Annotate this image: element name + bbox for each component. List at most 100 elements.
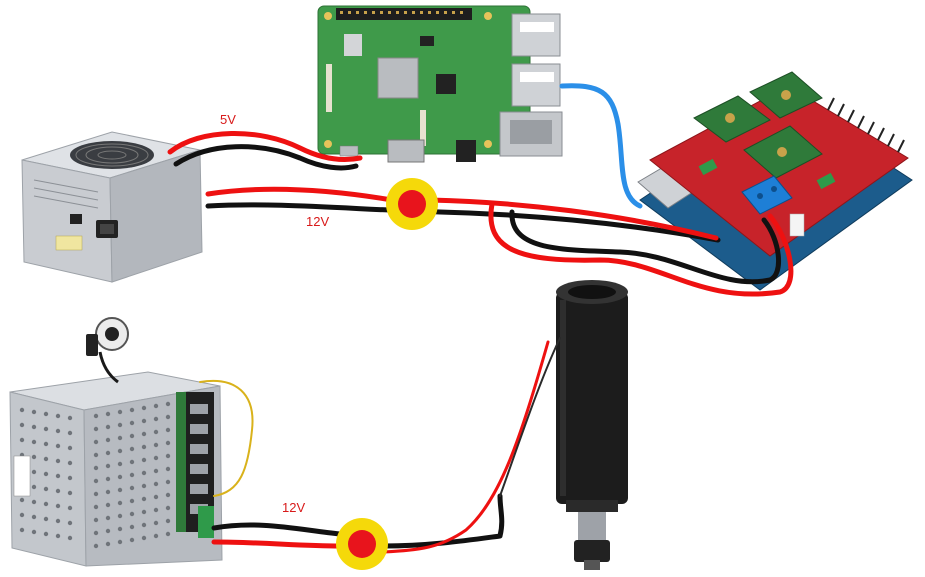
vent-hole: [67, 475, 73, 481]
vent-hole: [55, 503, 61, 509]
vent-hole: [117, 435, 123, 441]
vent-hole: [129, 537, 135, 543]
vent-hole: [93, 517, 99, 523]
vent-hole: [19, 422, 25, 428]
vent-hole: [105, 411, 111, 417]
vent-hole: [105, 489, 111, 495]
spindle-power-supply-icon: [9, 317, 223, 567]
vent-hole: [141, 418, 147, 424]
vent-hole: [93, 504, 99, 510]
vent-hole: [43, 516, 49, 522]
vent-hole: [93, 530, 99, 536]
vent-hole: [55, 518, 61, 524]
vent-hole: [19, 497, 25, 503]
vent-hole: [165, 466, 171, 472]
vent-hole: [153, 520, 159, 526]
wire-spindle-red: [211, 539, 343, 549]
vent-hole: [43, 441, 49, 447]
vent-hole: [31, 529, 37, 535]
vent-hole: [153, 455, 159, 461]
spindle-motor-icon: [556, 280, 628, 570]
wire-junction-icon: [386, 178, 438, 230]
vent-hole: [165, 492, 171, 498]
vent-hole: [129, 433, 135, 439]
vent-hole: [43, 426, 49, 432]
vent-hole: [93, 439, 99, 445]
vent-hole: [129, 420, 135, 426]
vent-hole: [153, 533, 159, 539]
cnc-shield-board-icon: [637, 71, 913, 291]
wires: [167, 83, 794, 554]
vent-hole: [141, 535, 147, 541]
vent-hole: [153, 481, 159, 487]
vent-hole: [67, 520, 73, 526]
vent-hole: [117, 474, 123, 480]
vent-hole: [105, 424, 111, 430]
vent-hole: [93, 491, 99, 497]
vent-hole: [67, 490, 73, 496]
vent-hole: [141, 470, 147, 476]
vent-hole: [117, 526, 123, 532]
vent-hole: [105, 541, 111, 547]
vent-hole: [43, 456, 49, 462]
label-12v-spindle: 12V: [282, 500, 305, 515]
vent-hole: [43, 471, 49, 477]
vent-hole: [43, 486, 49, 492]
vent-hole: [55, 533, 61, 539]
vent-hole: [141, 509, 147, 515]
vent-hole: [153, 442, 159, 448]
vent-hole: [19, 512, 25, 518]
vent-hole: [67, 430, 73, 436]
vent-hole: [105, 515, 111, 521]
vent-hole: [67, 415, 73, 421]
vent-hole: [43, 411, 49, 417]
wire-yellow: [199, 379, 254, 497]
wire-usb-blue: [559, 83, 643, 209]
vent-hole: [31, 454, 37, 460]
vent-hole: [93, 478, 99, 484]
vent-hole: [67, 460, 73, 466]
vent-hole: [93, 452, 99, 458]
vent-hole: [67, 505, 73, 511]
vent-hole: [129, 511, 135, 517]
vent-hole: [55, 443, 61, 449]
vent-hole: [93, 543, 99, 549]
vent-hole: [153, 416, 159, 422]
wire-5v-black: [173, 144, 359, 171]
vent-hole: [117, 487, 123, 493]
vent-hole: [117, 513, 123, 519]
wire-12v-black-psu: [205, 202, 721, 243]
wire-spindle-black: [211, 522, 343, 537]
vent-hole: [105, 476, 111, 482]
vent-hole: [105, 463, 111, 469]
vent-hole: [43, 501, 49, 507]
vent-hole: [117, 448, 123, 454]
vent-hole: [153, 429, 159, 435]
vent-hole: [19, 527, 25, 533]
vent-hole: [117, 422, 123, 428]
vent-hole: [117, 461, 123, 467]
vent-hole: [129, 485, 135, 491]
atx-power-supply-icon: [21, 131, 203, 283]
vent-hole: [31, 469, 37, 475]
label-12v-psu: 12V: [306, 214, 329, 229]
vent-hole: [105, 502, 111, 508]
wire-spindle-red-out: [382, 340, 550, 554]
wire-spindle-black-up: [499, 337, 561, 497]
vent-hole: [19, 437, 25, 443]
vent-hole: [141, 457, 147, 463]
vent-hole: [55, 488, 61, 494]
vent-hole: [117, 539, 123, 545]
vent-hole: [117, 409, 123, 415]
vent-hole: [105, 437, 111, 443]
vent-hole: [165, 440, 171, 446]
vent-hole: [93, 426, 99, 432]
vent-hole: [153, 403, 159, 409]
wire-junction-icon: [336, 518, 388, 570]
vent-hole: [165, 414, 171, 420]
vent-hole: [93, 413, 99, 419]
vent-hole: [141, 483, 147, 489]
vent-hole: [105, 450, 111, 456]
vent-hole: [129, 472, 135, 478]
